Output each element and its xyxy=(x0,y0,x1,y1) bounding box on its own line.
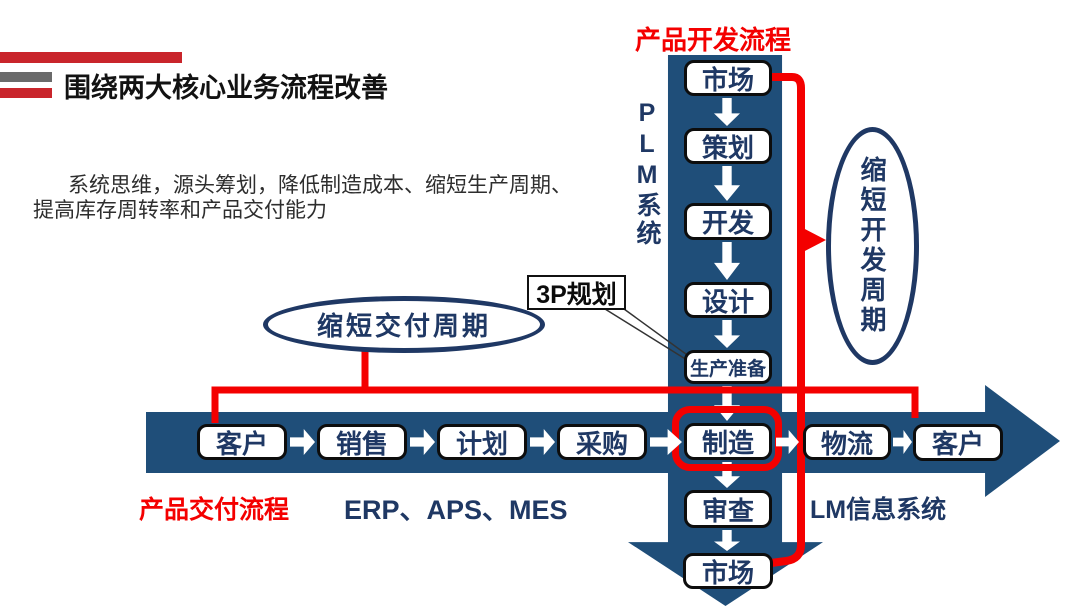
dev-step-production-prep: 生产准备 xyxy=(684,350,772,384)
delivery-cycle-ellipse: 缩短交付周期 xyxy=(263,296,545,353)
dev-step-design: 设计 xyxy=(684,282,772,318)
delivery-flow-title: 产品交付流程 xyxy=(139,496,290,524)
header-bar-red-long xyxy=(0,52,182,63)
development-cycle-ellipse: 缩短开发周期 xyxy=(826,127,919,365)
development-flow-title: 产品开发流程 xyxy=(635,25,792,55)
manufacturing-highlight-frame xyxy=(672,406,782,471)
delivery-step-sales: 销售 xyxy=(317,424,407,460)
development-cycle-label: 缩短开发周期 xyxy=(857,156,887,336)
delivery-step-plan: 计划 xyxy=(437,424,527,460)
header-bar-gray xyxy=(0,72,52,82)
dev-step-development: 开发 xyxy=(684,203,772,240)
lm-system-label: LM信息系统 xyxy=(810,496,947,524)
cycle-pointer-triangle xyxy=(801,227,826,253)
dev-step-market-end: 市场 xyxy=(683,553,773,589)
callout-3p-planning: 3P规划 xyxy=(527,275,626,310)
dev-step-planning: 策划 xyxy=(684,128,772,164)
delivery-step-procurement: 采购 xyxy=(557,424,647,460)
delivery-step-customer-end: 客户 xyxy=(913,424,1003,461)
delivery-step-logistics: 物流 xyxy=(803,424,891,460)
plm-system-label: PLM系统 xyxy=(633,99,661,248)
erp-aps-mes-label: ERP、APS、MES xyxy=(344,495,568,525)
dev-step-review: 审查 xyxy=(684,490,772,528)
page-title: 围绕两大核心业务流程改善 xyxy=(64,73,388,103)
dev-step-market: 市场 xyxy=(684,60,772,96)
header-bar-red-short xyxy=(0,88,52,98)
delivery-step-customer: 客户 xyxy=(197,424,287,460)
intro-paragraph-line2: 提高库存周转率和产品交付能力 xyxy=(33,199,327,222)
intro-paragraph-line1: 系统思维，源头筹划，降低制造成本、缩短生产周期、 xyxy=(68,174,572,197)
